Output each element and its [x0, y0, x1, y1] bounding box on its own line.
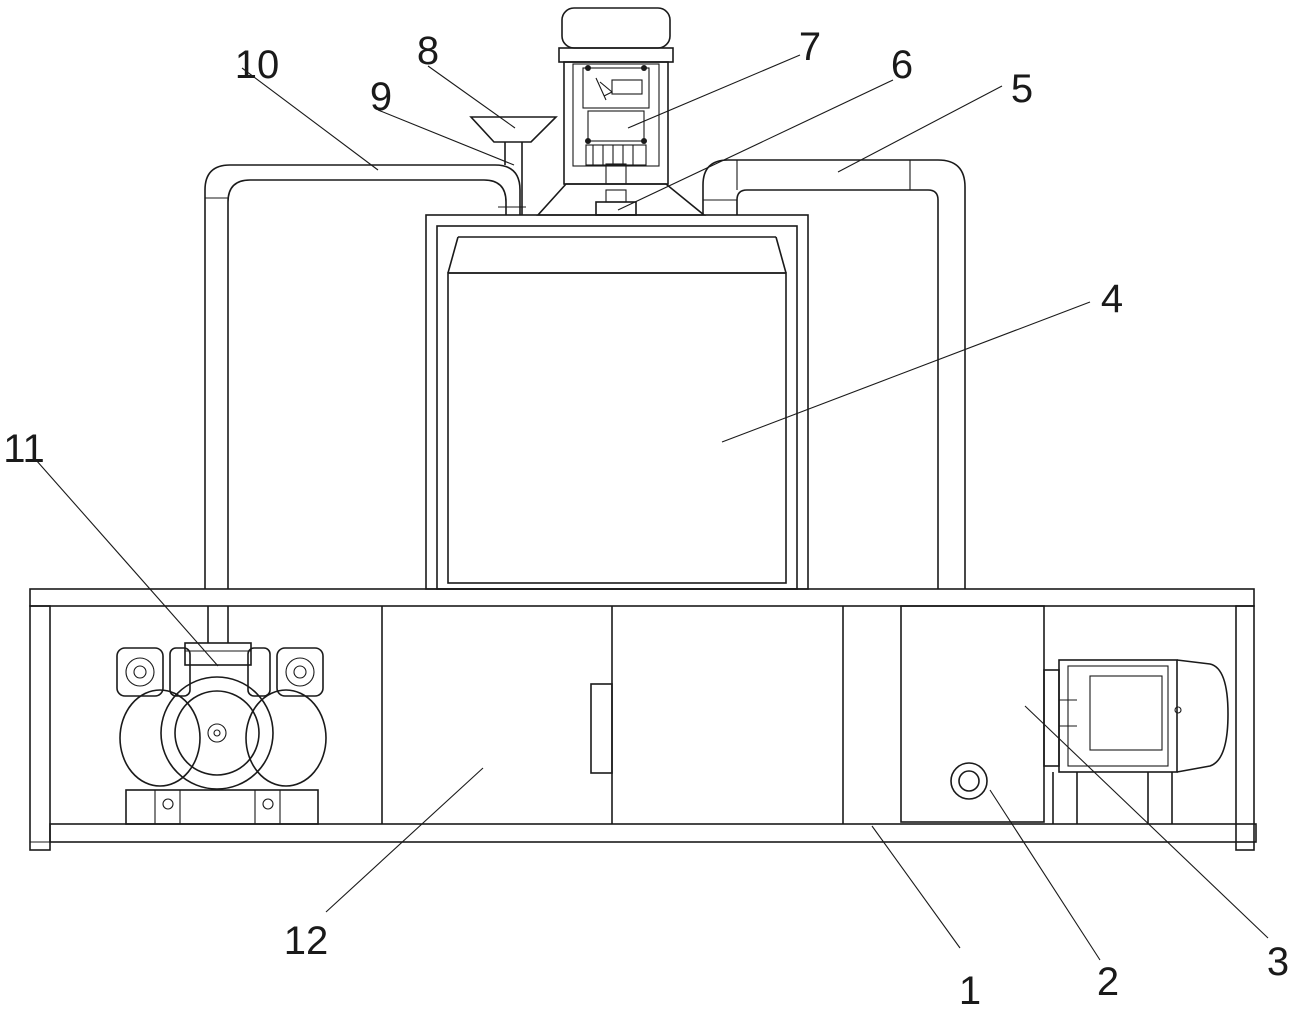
control-box — [900, 605, 1045, 823]
callout-label-11: 11 — [3, 427, 45, 471]
callout-label-2: 2 — [1097, 960, 1119, 1004]
pipe-right — [702, 159, 966, 589]
callout-label-9: 9 — [370, 75, 392, 119]
callout-label-6: 6 — [891, 43, 913, 87]
feed-hopper — [469, 116, 558, 215]
callout-label-8: 8 — [417, 29, 439, 73]
left-pump — [116, 642, 327, 825]
callout-label-5: 5 — [1011, 67, 1033, 111]
leader-lines — [35, 54, 1269, 961]
callout-label-3: 3 — [1267, 940, 1289, 984]
callout-label-1: 1 — [959, 969, 981, 1013]
callout-label-12: 12 — [284, 919, 329, 963]
right-motor — [1043, 659, 1229, 824]
callout-label-4: 4 — [1101, 277, 1123, 321]
mixing-tank — [425, 214, 809, 590]
callout-label-10: 10 — [235, 43, 280, 87]
callout-label-7: 7 — [799, 25, 821, 69]
base-frame — [29, 588, 1257, 851]
top-motor — [536, 7, 707, 216]
callout-labels: 10 9 8 7 6 5 4 11 12 1 2 3 — [3, 25, 1289, 1013]
